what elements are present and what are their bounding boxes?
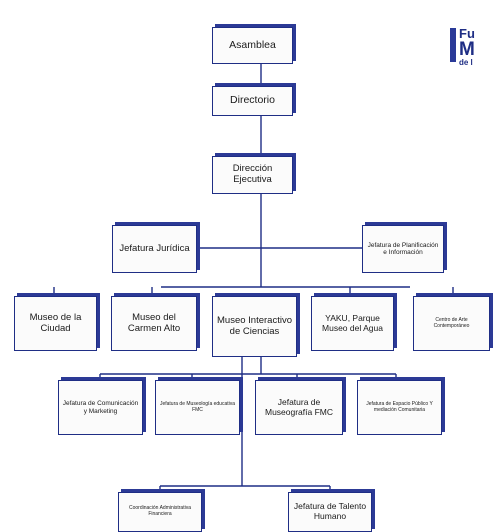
- node-museo-interactivo: Museo Interactivo de Ciencias: [212, 296, 297, 357]
- node-jefatura-comunicacion: Jefatura de Comunicación y Marketing: [58, 380, 143, 435]
- node-jefatura-talento-humano: Jefatura de Talento Humano: [288, 492, 372, 532]
- node-museo-ciudad: Museo de la Ciudad: [14, 296, 97, 351]
- node-museo-carmen-alto: Museo del Carmen Alto: [111, 296, 197, 351]
- node-jefatura-espacio-publico: Jefatura de Espacio Público Y mediación …: [357, 380, 442, 435]
- node-jefatura-museografia: Jefatura de Museografía FMC: [255, 380, 343, 435]
- node-jefatura-museologia: Jefatura de Museología educativa FMC: [155, 380, 240, 435]
- node-direccion-ejecutiva: Dirección Ejecutiva: [212, 156, 293, 194]
- foundation-logo: Fu M de l: [446, 20, 493, 68]
- node-jefatura-planificacion: Jefatura de Planificación e Información: [362, 225, 444, 273]
- node-centro-arte: Centro de Arte Contemporáneo: [413, 296, 490, 351]
- node-jefatura-juridica: Jefatura Jurídica: [112, 225, 197, 273]
- node-yaku: YAKU, Parque Museo del Agua: [311, 296, 394, 351]
- node-directorio: Directorio: [212, 86, 293, 116]
- node-asamblea: Asamblea: [212, 27, 293, 64]
- node-coordinacion-administrativa: Coordinación Administrativa Financiera: [118, 492, 202, 532]
